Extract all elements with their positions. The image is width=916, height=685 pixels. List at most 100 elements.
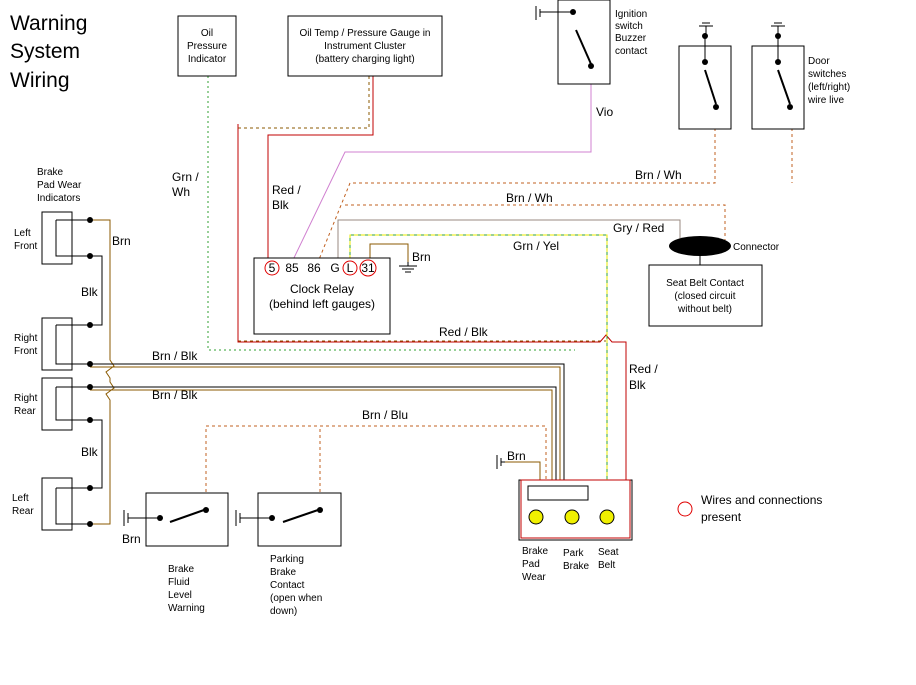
wire-blk-2 xyxy=(90,419,103,489)
pad-wear-label-3: Indicators xyxy=(37,193,80,204)
pad-wear-label-2: Pad Wear xyxy=(37,180,82,191)
wire-label-brn-pad: Brn xyxy=(112,234,131,248)
ignition-label-3: Buzzer xyxy=(615,33,647,44)
wire-brn-relay-ground xyxy=(369,243,409,262)
wire-violet xyxy=(291,66,592,263)
lamp-park-brake-label-2: Brake xyxy=(563,561,590,572)
wire-gry-red xyxy=(337,219,681,262)
brake-pad-wear-title: Brake Pad Wear Indicators xyxy=(37,167,82,204)
title-line-2: System xyxy=(10,40,80,63)
title-line-3: Wiring xyxy=(10,69,70,92)
lamp-pad-wear-label-2: Pad xyxy=(522,559,540,570)
parking-brake-label-2: Brake xyxy=(270,567,297,578)
lamp-seat-belt-label-1: Seat xyxy=(598,547,619,558)
wire-brn-wh-door xyxy=(350,110,716,184)
wire-label-red-blk-right-2: Blk xyxy=(629,378,647,392)
wire-red-blk-right xyxy=(237,124,627,480)
ignition-label-2: switch xyxy=(615,21,643,32)
wire-label-brn-wh-door: Brn / Wh xyxy=(635,168,682,182)
legend: Wires and connections present xyxy=(677,493,822,524)
connector: Connector xyxy=(669,236,780,265)
wire-labels: Vio Grn / Wh Red / Blk Brn / Wh Brn / Wh… xyxy=(81,105,682,546)
brake-fluid-label-3: Level xyxy=(168,590,192,601)
brake-fluid-label-4: Warning xyxy=(168,603,205,614)
title-line-1: Warning xyxy=(10,12,87,35)
ignition-switch: Ignition switch Buzzer contact xyxy=(535,0,647,85)
lamp-park-brake-label-1: Park xyxy=(563,548,585,559)
pad-right-front: Right Front xyxy=(14,317,93,371)
wire-brn-lamp-ground xyxy=(505,461,541,486)
wire-label-gry-red: Gry / Red xyxy=(613,221,664,235)
oil-temp-label-2: Instrument Cluster xyxy=(324,41,406,52)
left-rear-label-2: Rear xyxy=(12,506,34,517)
wire-brn-blk-1 xyxy=(90,363,565,486)
ignition-label-1: Ignition xyxy=(615,9,647,20)
diagram-title: Warning System Wiring xyxy=(10,12,87,92)
wire-brn-blu xyxy=(205,425,547,510)
wire-brn-blk-1b xyxy=(90,366,561,486)
wire-label-brn-lamp: Brn xyxy=(507,449,526,463)
door-label-3: (left/right) xyxy=(808,82,850,93)
wire-label-red-blk-relay-2: Blk xyxy=(272,198,290,212)
wire-label-brn-relay: Brn xyxy=(412,250,431,264)
wire-label-brn-fluid: Brn xyxy=(122,532,141,546)
wire-label-blk-2: Blk xyxy=(81,445,99,459)
oil-temp-label-1: Oil Temp / Pressure Gauge in xyxy=(300,28,431,39)
left-front-label-1: Left xyxy=(14,228,31,239)
pad-left-rear: Left Rear xyxy=(12,477,93,531)
wires xyxy=(90,66,793,525)
wire-label-brn-blk-2: Brn / Blk xyxy=(152,388,198,402)
wire-brn-blk-2b xyxy=(90,389,553,486)
left-front-label-2: Front xyxy=(14,241,38,252)
relay-terminal-31: 31 xyxy=(361,261,375,275)
seat-belt-label-3: without belt) xyxy=(677,304,732,315)
relay-name: Clock Relay xyxy=(290,282,354,296)
pad-left-front: Left Front xyxy=(14,211,93,265)
wire-label-red-blk-right-1: Red / xyxy=(629,362,658,376)
relay-terminal-85: 85 xyxy=(285,261,299,275)
relay-terminal-86: 86 xyxy=(307,261,321,275)
pad-wear-label-1: Brake xyxy=(37,167,64,178)
relay-terminal-l: L xyxy=(347,261,354,275)
right-front-label-2: Front xyxy=(14,346,38,357)
legend-marker xyxy=(677,501,693,517)
oil-temp-gauge: Oil Temp / Pressure Gauge in Instrument … xyxy=(287,15,443,77)
wire-label-brn-blk-1: Brn / Blk xyxy=(152,349,198,363)
lamp-pad-wear-label-3: Wear xyxy=(522,572,546,583)
left-rear-label-1: Left xyxy=(12,493,29,504)
brake-fluid-label-2: Fluid xyxy=(168,577,190,588)
legend-text-2: present xyxy=(701,510,742,524)
wire-label-red-blk-main: Red / Blk xyxy=(439,325,489,339)
oil-pressure-label-3: Indicator xyxy=(188,54,227,65)
relay-terminal-g: G xyxy=(330,261,339,275)
clock-relay: 5 85 86 G L 31 Clock Relay (behind left … xyxy=(253,257,417,335)
brake-fluid-label-1: Brake xyxy=(168,564,195,575)
wire-label-vio: Vio xyxy=(596,105,613,119)
legend-text-1: Wires and connections xyxy=(701,493,822,507)
warning-lamp-cluster: Brake Pad Wear Park Brake Seat Belt xyxy=(496,455,633,583)
wire-label-grn-wh-2: Wh xyxy=(172,185,190,199)
right-rear-label-1: Right xyxy=(14,393,38,404)
door-label-1: Door xyxy=(808,56,830,67)
door-switch-right: Door switches (left/right) wire live xyxy=(751,22,850,130)
wire-brn-blk-2 xyxy=(90,386,557,486)
wire-label-brn-blu: Brn / Blu xyxy=(362,408,408,422)
wire-label-brn-wh: Brn / Wh xyxy=(506,191,553,205)
seat-belt-label-2: (closed circuit xyxy=(674,291,735,302)
door-switch-left xyxy=(678,22,732,130)
parking-brake-label-3: Contact xyxy=(270,580,305,591)
oil-temp-label-3: (battery charging light) xyxy=(315,54,415,65)
relay-location: (behind left gauges) xyxy=(269,297,375,311)
oil-pressure-label-1: Oil xyxy=(201,28,213,39)
wire-brn-wh xyxy=(317,182,351,263)
seat-belt-contact: Seat Belt Contact (closed circuit withou… xyxy=(648,264,763,327)
parking-brake-switch: Parking Brake Contact (open when down) xyxy=(235,492,342,617)
parking-brake-label-4: (open when xyxy=(270,593,322,604)
oil-pressure-indicator: Oil Pressure Indicator xyxy=(177,15,237,77)
connector-label: Connector xyxy=(733,242,780,253)
oil-pressure-label-2: Pressure xyxy=(187,41,227,52)
wire-brn-pad xyxy=(90,219,115,525)
relay-terminal-5: 5 xyxy=(269,261,276,275)
